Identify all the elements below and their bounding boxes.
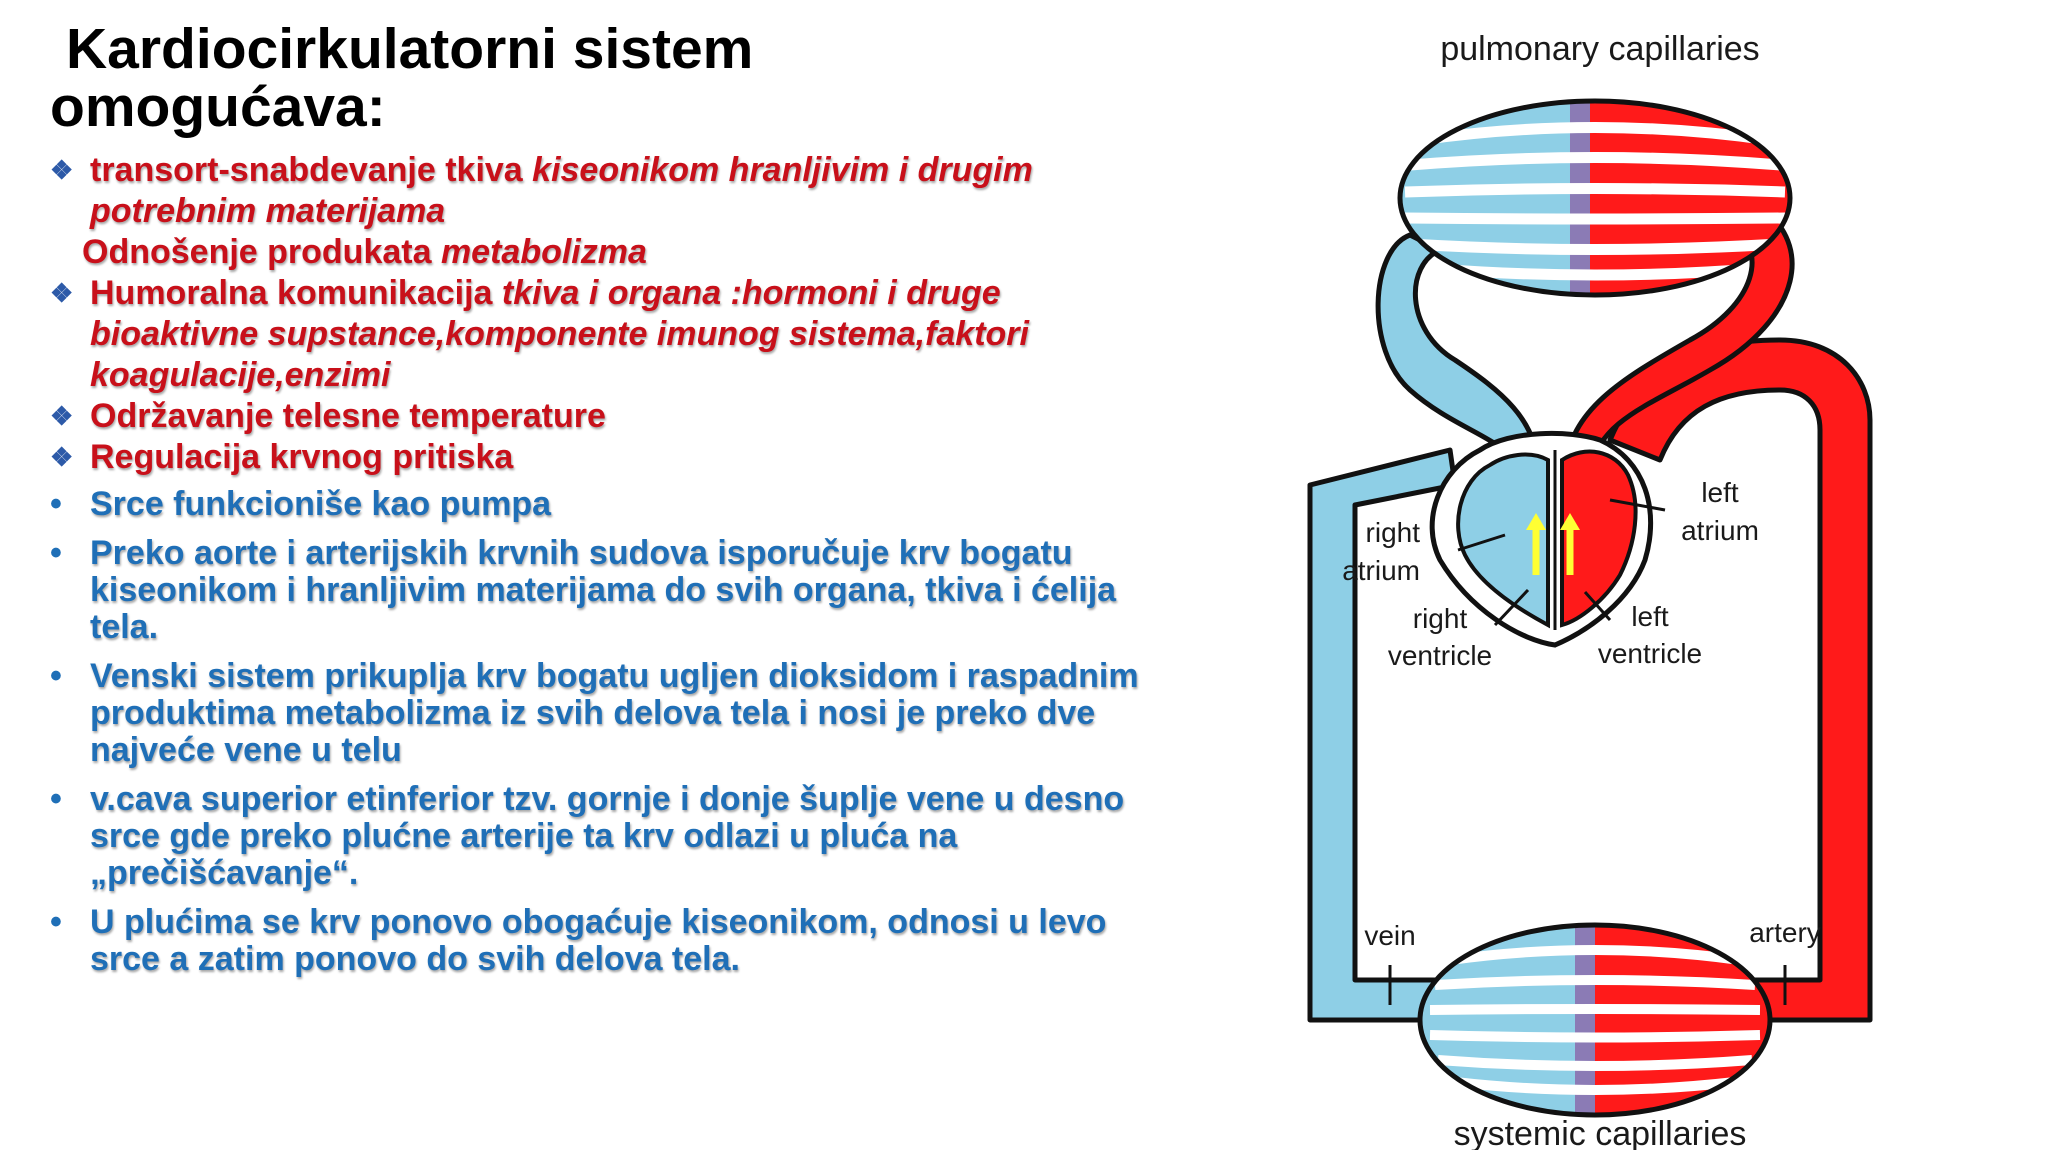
- dot-bullet-icon: •: [50, 485, 62, 523]
- right-atrium-label-2: atrium: [1342, 555, 1420, 586]
- aorta-vessel: [1607, 337, 1873, 1023]
- right-ventricle-label-2: ventricle: [1388, 640, 1492, 671]
- flow-arrow-left: [1560, 513, 1580, 575]
- bullet-item: ❖ transort-snabdevanje tkiva kiseonikom …: [50, 150, 1150, 232]
- bullet-item: ❖ Regulacija krvnog pritiska: [50, 437, 1150, 478]
- bullet-text: metabolizma: [440, 233, 647, 271]
- artery-label: artery: [1749, 917, 1821, 948]
- diamond-bullet-icon: ❖: [50, 155, 74, 185]
- title-line-2: omogućava:: [50, 75, 386, 139]
- dot-bullet-icon: •: [50, 780, 62, 818]
- bullet-item: • Venski sistem prikuplja krv bogatu uglj…: [50, 658, 1150, 769]
- bullet-text: Humoralna komunikacija: [90, 274, 502, 312]
- diamond-bullet-icon: ❖: [50, 278, 74, 308]
- bullet-item: • Preko aorte i arterijskih krvnih sudov…: [50, 535, 1150, 646]
- bullet-text: transort-snabdevanje tkiva: [90, 151, 533, 189]
- bullet-list: ❖ transort-snabdevanje tkiva kiseonikom …: [50, 150, 1150, 978]
- left-ventricle-label-1: left: [1631, 601, 1669, 632]
- bullet-text: Venski sistem prikuplja krv bogatu uglje…: [90, 657, 1139, 769]
- left-ventricle-label-2: ventricle: [1598, 638, 1702, 669]
- pulmonary-capillaries-label: pulmonary capillaries: [1440, 30, 1759, 68]
- bullet-text: Preko aorte i arterijskih krvnih sudova …: [90, 534, 1117, 646]
- bullet-text: v.cava superior etinferior tzv. gornje i…: [90, 780, 1125, 892]
- bullet-text: Srce funkcioniše kao pumpa: [90, 485, 552, 523]
- circulation-diagram: pulmonary capillaries systemic capillari…: [1307, 30, 1873, 1150]
- title-line-1: Kardiocirkulatorni sistem: [66, 17, 754, 81]
- slide-title: Kardiocirkulatorni sistem omogućava:: [50, 20, 1150, 136]
- right-ventricle-label-1: right: [1413, 603, 1468, 634]
- bullet-text: kiseonikom hranljivim i drugim potrebnim…: [90, 151, 1033, 230]
- vein-label: vein: [1364, 920, 1415, 951]
- bullet-item: ❖ Održavanje telesne temperature: [50, 396, 1150, 437]
- diamond-bullet-icon: ❖: [50, 442, 74, 472]
- leader-lines: [1388, 498, 1787, 1005]
- flow-arrow-right: [1526, 513, 1546, 575]
- dot-bullet-icon: •: [50, 903, 62, 941]
- bullet-item: Odnošenje produkata metabolizma: [50, 232, 1150, 273]
- left-heart-chambers: [1560, 449, 1638, 628]
- left-atrium-label-2: atrium: [1681, 515, 1759, 546]
- systemic-capillaries-label: systemic capillaries: [1454, 1115, 1747, 1150]
- heart: [1429, 430, 1654, 648]
- dot-bullet-icon: •: [50, 657, 62, 695]
- dot-bullet-icon: •: [50, 534, 62, 572]
- systemic-vein-vessel: [1307, 447, 1473, 1023]
- bullet-item: • v.cava superior etinferior tzv. gornje…: [50, 781, 1150, 892]
- bullet-item: • Srce funkcioniše kao pumpa: [50, 486, 1150, 523]
- bullet-text: tkiva i organa :hormoni i druge bioaktiv…: [90, 274, 1029, 394]
- diamond-bullet-icon: ❖: [50, 401, 74, 431]
- right-heart-chambers: [1456, 452, 1550, 629]
- systemic-capillary-bed: [1417, 922, 1773, 1118]
- bullet-text: U plućima se krv ponovo obogaćuje kiseon…: [90, 903, 1107, 978]
- right-atrium-label-1: right: [1366, 517, 1421, 548]
- bullet-text: Održavanje telesne temperature: [90, 397, 606, 435]
- bullet-item: • U plućima se krv ponovo obogaćuje kiseo…: [50, 904, 1150, 978]
- bullet-text: Odnošenje produkata: [82, 233, 441, 271]
- left-atrium-label-1: left: [1701, 477, 1739, 508]
- bullet-item: ❖ Humoralna komunikacija tkiva i organa :…: [50, 273, 1150, 396]
- bullet-text: Regulacija krvnog pritiska: [90, 438, 514, 476]
